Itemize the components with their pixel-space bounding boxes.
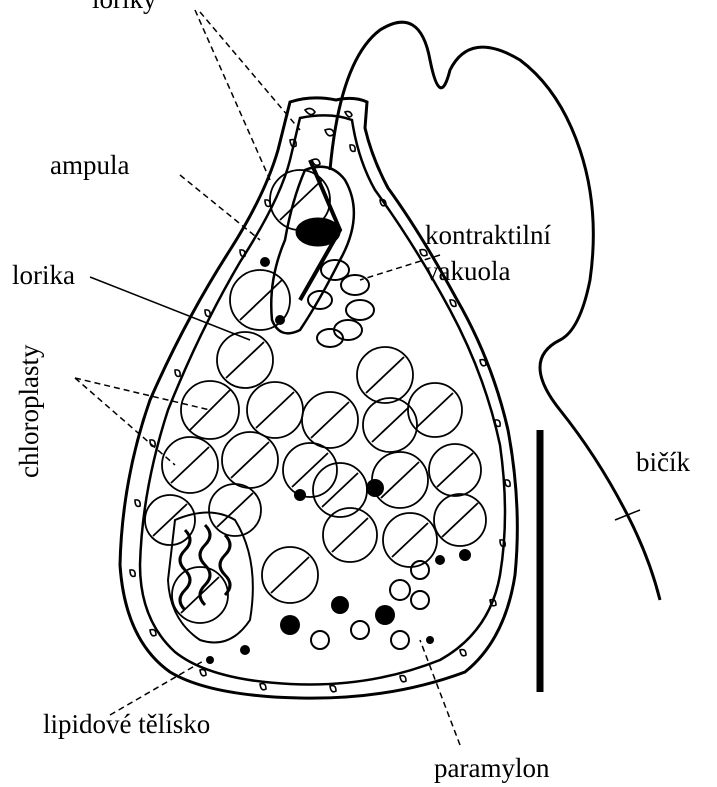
label-paramylon: paramylon — [434, 755, 549, 782]
nucleus-region — [168, 513, 253, 643]
label-chloroplasty: chloroplasty — [14, 345, 45, 478]
label-loriky: loriky — [92, 0, 157, 13]
label-lorika: lorika — [12, 262, 75, 289]
label-kontraktilni-line1: kontraktilní — [425, 222, 551, 249]
paramylon-granules — [311, 561, 429, 649]
label-kontraktilni-line2: vakuola — [425, 258, 510, 285]
lorica-outer-wall — [120, 98, 517, 698]
lorica-texture — [130, 108, 510, 691]
flagellum — [330, 22, 660, 600]
label-lipidove-telisko: lipidové tělísko — [43, 711, 210, 738]
label-bicik: bičík — [636, 449, 690, 476]
label-ampula: ampula — [50, 152, 129, 179]
